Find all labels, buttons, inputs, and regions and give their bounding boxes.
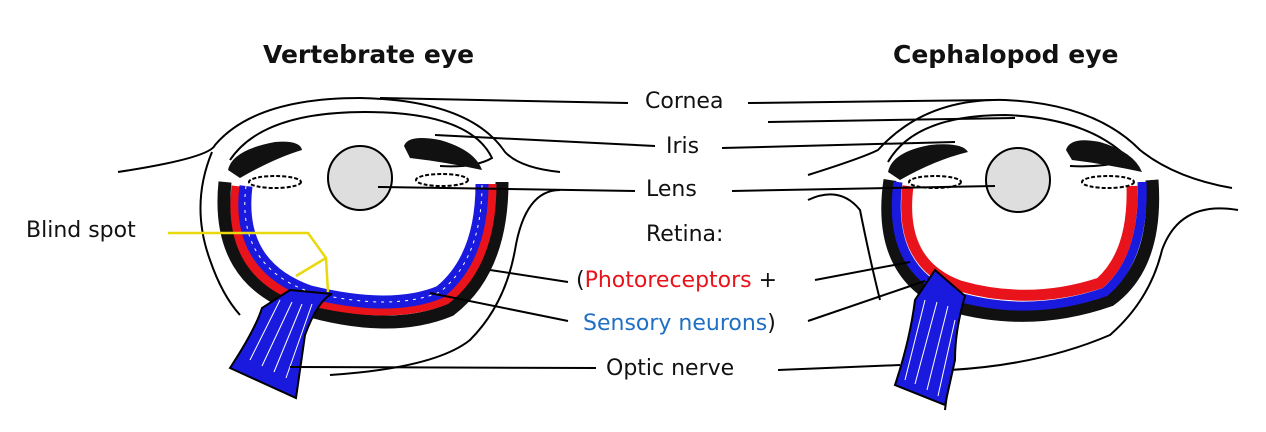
photoreceptors-label: (Photoreceptors +	[576, 268, 777, 293]
vertebrate-lens	[327, 145, 393, 211]
vertebrate-neuron-texture	[244, 183, 483, 303]
cephalopod-nerve-fibers	[904, 299, 956, 397]
cephalopod-socket-right	[944, 207, 1239, 411]
cephalopod-ciliary-right	[1081, 175, 1135, 189]
cephalopod-eye	[807, 98, 1239, 411]
photoreceptors-leader-left	[489, 269, 569, 283]
vertebrate-iris-left	[228, 141, 302, 178]
sensory-neurons-text: Sensory neurons	[583, 311, 768, 336]
iris-leader-right	[721, 141, 956, 149]
blind-spot-pointer	[168, 231, 330, 293]
cephalopod-iris-right	[1066, 140, 1142, 172]
cephalopod-socket-left	[807, 193, 881, 301]
optic-nerve-label: Optic nerve	[606, 356, 735, 381]
neurons-leader-right	[807, 280, 926, 322]
lens-leader-right	[731, 185, 996, 192]
vertebrate-optic-nerve	[228, 288, 333, 400]
cephalopod-iris-left	[888, 144, 968, 180]
cornea-leader-right	[747, 99, 996, 104]
optic-nerve-leader-left	[289, 366, 597, 369]
vertebrate-eye	[117, 96, 561, 400]
cephalopod-outer-contour	[807, 98, 1233, 189]
cornea-leader-left	[379, 97, 629, 104]
lens-label: Lens	[646, 177, 697, 202]
vertebrate-ciliary-right	[415, 173, 469, 187]
blind-spot-label: Blind spot	[26, 218, 136, 243]
photoreceptors-text: Photoreceptors	[584, 268, 752, 293]
cornea-leader-right-2	[767, 117, 1016, 123]
vertebrate-nerve-fibers	[249, 299, 313, 379]
neurons-leader-left	[429, 292, 569, 322]
vertebrate-ciliary-left	[248, 175, 302, 189]
vertebrate-photoreceptor-layer	[230, 183, 497, 316]
retina-label: Retina:	[646, 222, 724, 247]
leader-lines	[289, 97, 1016, 371]
vertebrate-socket-left	[199, 151, 241, 316]
vertebrate-iris-right	[404, 138, 482, 170]
iris-leader-left	[434, 134, 656, 147]
cephalopod-photoreceptor-layer	[901, 185, 1138, 301]
optic-nerve-leader-right	[777, 364, 901, 371]
photoreceptors-plus: +	[751, 268, 778, 293]
cornea-label: Cornea	[645, 89, 724, 114]
sensory-neurons-close-paren: )	[767, 311, 776, 336]
iris-label: Iris	[666, 134, 700, 159]
lens-leader-left	[377, 186, 636, 192]
photoreceptors-leader-right	[814, 261, 911, 281]
vertebrate-eye-title: Vertebrate eye	[263, 40, 475, 69]
sensory-neurons-label: Sensory neurons)	[583, 311, 776, 336]
vertebrate-outer-contour	[117, 96, 561, 173]
cephalopod-lens	[985, 147, 1051, 213]
cephalopod-sclera	[881, 179, 1160, 322]
cephalopod-eye-title: Cephalopod eye	[893, 40, 1119, 69]
photoreceptors-open-paren: (	[576, 268, 585, 293]
cephalopod-neuron-layer	[891, 181, 1147, 311]
cephalopod-optic-nerve	[893, 268, 967, 407]
vertebrate-cornea	[229, 110, 494, 168]
blind-spot-line	[168, 231, 330, 293]
vertebrate-sclera	[217, 181, 509, 329]
vertebrate-socket-right	[329, 189, 561, 376]
